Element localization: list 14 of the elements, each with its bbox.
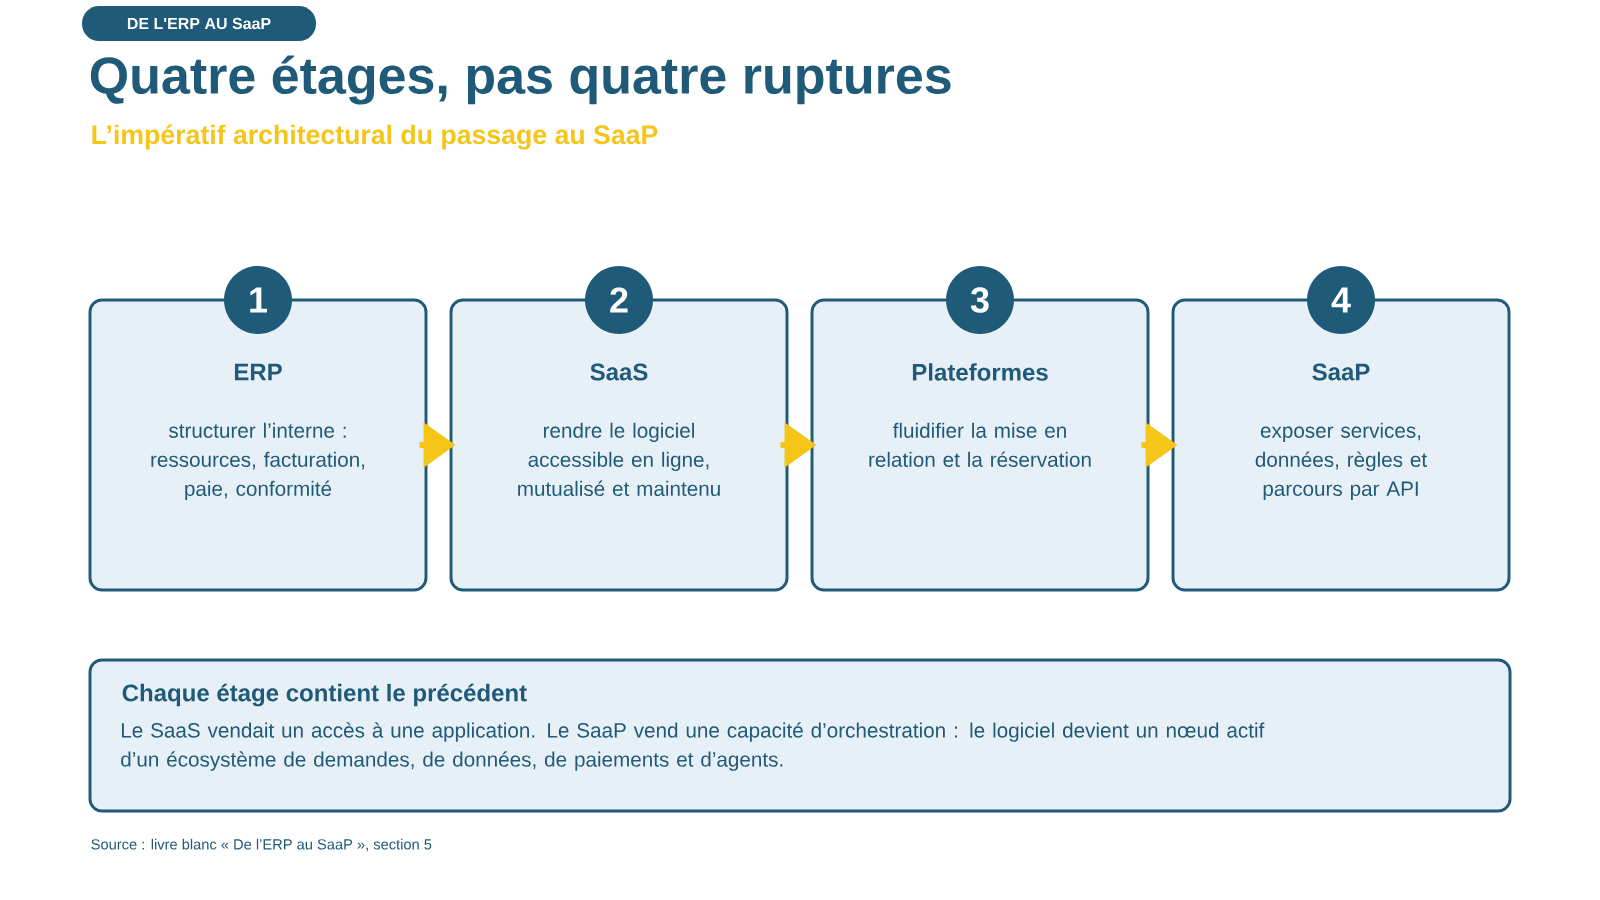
- card-heading: ERP: [234, 363, 282, 381]
- title: Quatre étages, pas quatre ruptures: [90, 55, 951, 105]
- summary-text: Le SaaS vendait un accès à une application. Le SaaP vend une capacité d’orchestration : le logiciel devient un nœud actif d’un écosystème de demandes, de données, de paiements et d’agents.: [121, 722, 1265, 771]
- card-text: fluidifier la mise en relation et la réservation: [869, 422, 1091, 467]
- card-text: rendre le logiciel accessible en ligne, mutualisé et maintenu: [518, 422, 720, 497]
- source-note: Source : livre blanc « De l’ERP au SaaP », section 5: [91, 838, 432, 852]
- summary-heading: Chaque étage contient le précédent: [122, 683, 527, 707]
- card-heading: SaaP: [1312, 363, 1370, 381]
- tag-badge: DE L'ERP AU SaaP: [82, 6, 316, 41]
- card-text: structurer l’interne : ressources, facturation, paie, conformité: [151, 422, 365, 501]
- card-heading: SaaS: [590, 363, 648, 381]
- card-heading: Plateformes: [912, 363, 1048, 381]
- subtitle: L’impératif architectural du passage au SaaP: [92, 124, 658, 150]
- card-text: exposer services, données, règles et parcours par API: [1255, 422, 1427, 501]
